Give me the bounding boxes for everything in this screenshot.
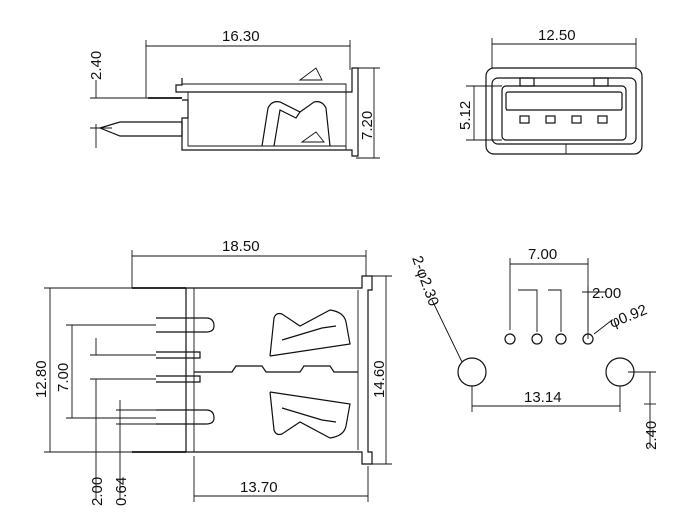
side-view: 16.30 2.40 7.20 bbox=[88, 28, 380, 159]
fp-dim-mount-hole: 2-φ2.30 bbox=[408, 254, 442, 309]
top-dim-pin-span: 7.00 bbox=[55, 363, 72, 392]
top-dim-pin-pitch: 2.00 bbox=[89, 477, 106, 506]
front-dim-width: 12.50 bbox=[538, 27, 576, 44]
front-view: 12.50 5.12 bbox=[457, 27, 643, 155]
side-dim-height: 7.20 bbox=[359, 111, 376, 140]
top-dim-pin-offset: 0.64 bbox=[113, 477, 130, 506]
fp-dim-pin-hole: φ0.92 bbox=[607, 301, 649, 331]
fp-dim-pin-pitch: 2.00 bbox=[592, 285, 621, 302]
pcb-footprint: 7.00 2.00 φ0.92 2-φ2.30 13.14 2.40 bbox=[408, 246, 660, 450]
top-dim-body-width: 14.60 bbox=[371, 360, 388, 398]
top-dim-body-length: 13.70 bbox=[240, 479, 278, 496]
top-dim-length: 18.50 bbox=[222, 238, 260, 255]
fp-dim-mount-offset: 2.40 bbox=[643, 421, 660, 450]
side-dim-length: 16.30 bbox=[222, 28, 260, 45]
fp-dim-pin-span: 7.00 bbox=[528, 246, 557, 263]
top-dim-outer-width: 12.80 bbox=[33, 360, 50, 398]
front-dim-height: 5.12 bbox=[457, 101, 474, 130]
fp-dim-mount-span: 13.14 bbox=[524, 389, 562, 406]
side-dim-pin-offset: 2.40 bbox=[88, 51, 105, 80]
top-view: 18.50 12.80 7.00 14.60 2.00 0.64 13.70 bbox=[33, 238, 392, 506]
